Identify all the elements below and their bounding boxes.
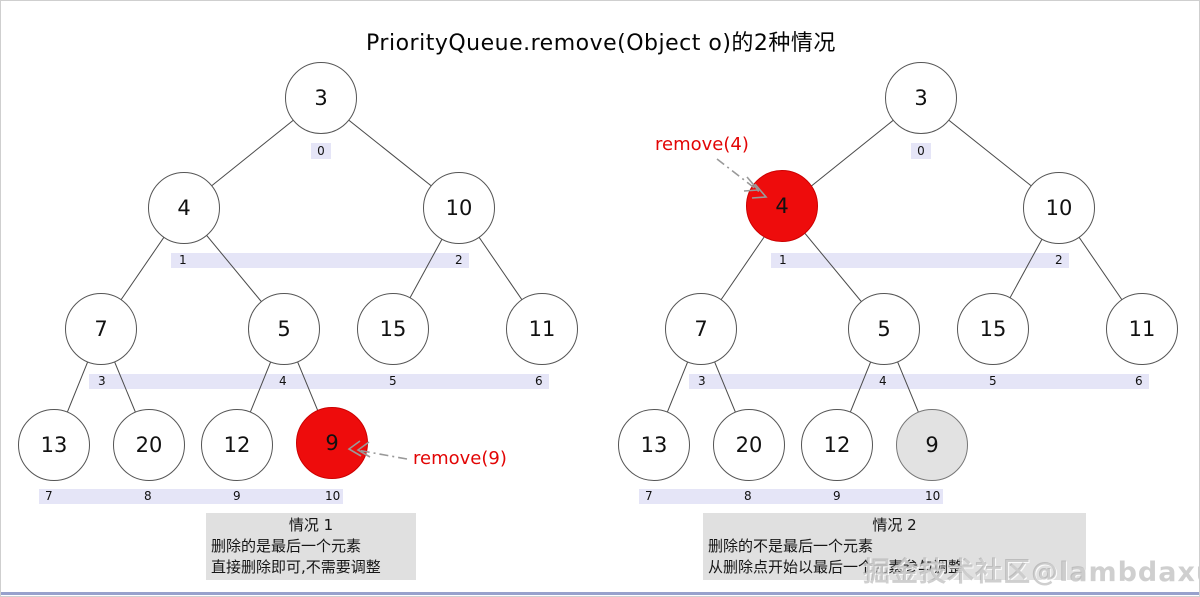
index-bar: 3 4 5 6 <box>689 374 1149 389</box>
tree-node-grayed: 9 <box>896 409 968 481</box>
index-label: 9 <box>833 489 841 503</box>
index-label: 0 <box>311 143 331 159</box>
index-label: 3 <box>98 374 106 388</box>
index-label: 0 <box>911 143 931 159</box>
index-label: 6 <box>1135 374 1143 388</box>
remove-annotation: remove(4) <box>655 134 749 155</box>
figure-title: PriorityQueue.remove(Object o)的2种情况 <box>366 31 836 56</box>
index-bar: 7 8 9 10 <box>39 489 343 504</box>
tree-node: 13 <box>618 409 690 481</box>
tree-node: 15 <box>957 293 1029 365</box>
tree-node: 11 <box>1106 293 1178 365</box>
tree-node: 15 <box>357 293 429 365</box>
tree-node-highlighted: 4 <box>746 170 818 242</box>
caption-case-2: 情况 2 删除的不是最后一个元素 从删除点开始以最后一个元素参与调整 <box>703 513 1086 580</box>
index-label: 2 <box>1055 253 1063 267</box>
tree-node: 10 <box>423 172 495 244</box>
index-bar: 3 4 5 6 <box>89 374 549 389</box>
index-label: 3 <box>698 374 706 388</box>
index-bar: 7 8 9 10 <box>639 489 943 504</box>
tree-node: 3 <box>285 62 357 134</box>
tree-node: 20 <box>713 409 785 481</box>
index-bar: 1 2 <box>171 253 469 268</box>
tree-node: 7 <box>665 293 737 365</box>
tree-node: 12 <box>201 409 273 481</box>
tree-node: 7 <box>65 293 137 365</box>
index-label: 10 <box>925 489 941 503</box>
caption-case-1: 情况 1 删除的是最后一个元素 直接删除即可,不需要调整 <box>206 513 416 580</box>
caption-line: 删除的不是最后一个元素 <box>708 537 874 555</box>
index-label: 6 <box>535 374 543 388</box>
tree-node: 20 <box>113 409 185 481</box>
index-label: 2 <box>455 253 463 267</box>
tree-node: 13 <box>18 409 90 481</box>
index-bar: 1 2 <box>771 253 1069 268</box>
index-label: 7 <box>645 489 653 503</box>
tree-node: 5 <box>848 293 920 365</box>
index-label: 5 <box>989 374 997 388</box>
index-label: 8 <box>744 489 752 503</box>
caption-line: 直接删除即可,不需要调整 <box>211 558 381 576</box>
index-label: 8 <box>144 489 152 503</box>
tree-node: 3 <box>885 62 957 134</box>
index-label: 4 <box>879 374 887 388</box>
watermark: 掘金技术社区@lambdaxu <box>863 557 1200 588</box>
tree-node: 11 <box>506 293 578 365</box>
tree-node: 12 <box>801 409 873 481</box>
index-label: 1 <box>179 253 187 267</box>
index-label: 9 <box>233 489 241 503</box>
tree-node: 10 <box>1023 172 1095 244</box>
bottom-rule <box>1 592 1199 595</box>
tree-node: 4 <box>148 172 220 244</box>
caption-line: 从删除点开始以最后一个元素参与调整 <box>708 558 964 576</box>
remove-annotation: remove(9) <box>413 448 507 469</box>
index-label: 4 <box>279 374 287 388</box>
index-label: 1 <box>779 253 787 267</box>
index-label: 7 <box>45 489 53 503</box>
index-label: 10 <box>325 489 341 503</box>
caption-line: 删除的是最后一个元素 <box>211 537 362 555</box>
caption-title: 情况 1 <box>288 516 334 534</box>
caption-title: 情况 2 <box>872 516 917 534</box>
tree-node: 5 <box>248 293 320 365</box>
index-label: 5 <box>389 374 397 388</box>
